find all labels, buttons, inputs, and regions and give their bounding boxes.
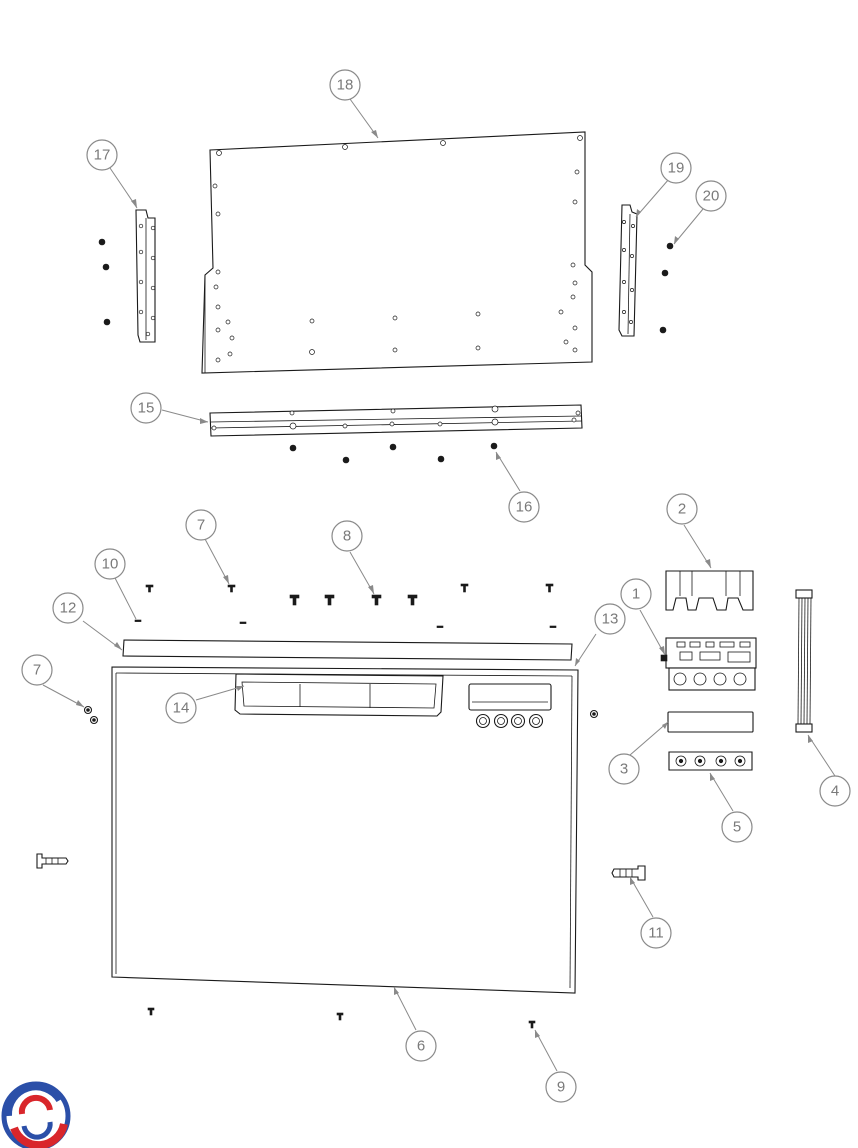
callout-9: 9	[545, 1071, 577, 1103]
left-bracket-part-18	[98, 209, 156, 343]
svg-text:18: 18	[337, 77, 354, 94]
wiring-harness-part-4	[795, 589, 813, 733]
callout-3: 3	[608, 753, 640, 785]
callout-16: 16	[508, 491, 540, 523]
clips-part-10	[134, 619, 557, 628]
callout-19: 19	[660, 152, 692, 184]
svg-text:7: 7	[33, 662, 41, 679]
svg-text:13: 13	[602, 611, 619, 628]
svg-text:4: 4	[831, 783, 839, 800]
svg-text:3: 3	[620, 761, 628, 778]
rail-part-15	[209, 404, 583, 437]
callout-4: 4	[819, 775, 851, 807]
callout-17: 18	[329, 69, 361, 101]
top-strip-part-12	[122, 639, 573, 661]
callout-11: 11	[640, 917, 672, 949]
callout-5: 5	[721, 811, 753, 843]
callout-2: 2	[666, 493, 698, 525]
control-board-part-1	[660, 637, 757, 691]
svg-text:8: 8	[343, 528, 351, 545]
svg-text:11: 11	[648, 925, 664, 942]
nuts-part-20	[659, 242, 674, 334]
svg-text:5: 5	[733, 819, 741, 836]
callout-7-side: 7	[21, 654, 53, 686]
callout-13: 13	[594, 603, 626, 635]
callout-10: 10	[94, 548, 126, 580]
handle-recess-part-14	[234, 673, 444, 717]
svg-text:10: 10	[102, 556, 119, 573]
svg-text:6: 6	[417, 1038, 425, 1055]
callout-7-top: 7	[185, 509, 217, 541]
svg-text:20: 20	[703, 188, 720, 205]
bottom-screws-part-9	[147, 1007, 536, 1029]
svg-text:9: 9	[557, 1079, 565, 1096]
side-nuts-part-7	[83, 705, 599, 725]
right-bracket-part-19	[618, 204, 638, 337]
door-panel-part-6	[111, 666, 579, 994]
callout-18: 17	[86, 139, 118, 171]
nuts-part-16	[289, 442, 498, 464]
membrane-part-3	[667, 711, 754, 733]
callout-20: 20	[695, 180, 727, 212]
callout-8: 8	[331, 520, 363, 552]
svg-text:14: 14	[173, 700, 190, 717]
svg-text:12: 12	[60, 600, 77, 617]
control-cover-part-2	[665, 570, 754, 611]
svg-text:7: 7	[197, 517, 205, 534]
callout-15: 15	[130, 392, 162, 424]
svg-text:2: 2	[678, 501, 686, 518]
screws-part-7-top	[145, 583, 554, 593]
svg-text:1: 1	[632, 586, 640, 603]
button-carrier-part-5	[668, 751, 753, 771]
callout-arrowheads	[76, 130, 813, 1038]
callout-6: 6	[405, 1030, 437, 1062]
svg-text:16: 16	[516, 499, 533, 516]
callout-12: 12	[52, 592, 84, 624]
callout-14: 14	[165, 692, 197, 724]
svg-text:15: 15	[138, 400, 155, 417]
callout-1: 1	[620, 578, 652, 610]
screws-part-8	[289, 594, 418, 606]
svg-text:19: 19	[668, 160, 685, 177]
brand-swirl-logo	[1, 1081, 71, 1148]
svg-text:17: 17	[94, 147, 111, 164]
long-screws-part-11	[36, 853, 646, 881]
back-panel-part-17	[201, 131, 593, 374]
